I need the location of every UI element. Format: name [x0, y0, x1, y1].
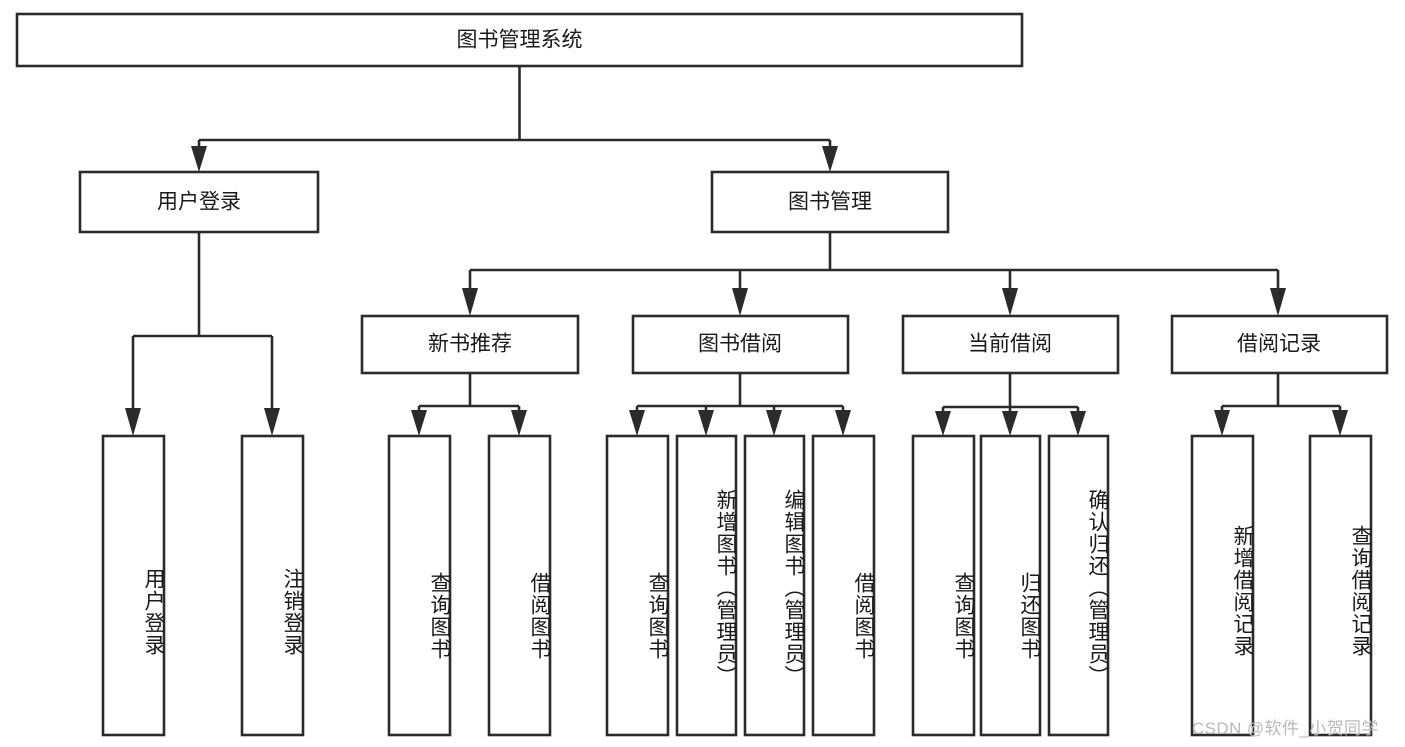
node-root[interactable]: 图书管理系统	[15, 12, 1024, 68]
node-borrow-record-box[interactable]	[1170, 314, 1389, 375]
node-current-borrow-label: 当前借阅	[968, 333, 1052, 356]
connectors-bookmgmt-to-level2	[462, 232, 1286, 316]
arrow-head-leaf-query-book-2	[629, 410, 645, 436]
node-leaf-add-book-box[interactable]	[675, 434, 738, 737]
node-new-book-rec-label: 新书推荐	[428, 333, 512, 356]
connectors-bookborrow-to-leaves	[629, 373, 851, 436]
arrow-head-leaf-logout	[264, 408, 280, 436]
arrow-head-bookmgmt	[822, 146, 838, 172]
arrow-head-leaf-borrow-book-2	[835, 410, 851, 436]
node-leaf-edit-book-box[interactable]	[743, 434, 806, 737]
node-root-box[interactable]	[15, 12, 1024, 68]
node-book-borrow-label: 图书借阅	[698, 333, 782, 356]
node-new-book-rec-box[interactable]	[360, 314, 580, 375]
node-leaf-borrow-book-1-box[interactable]	[487, 434, 552, 737]
arrow-head-current-borrow	[1002, 288, 1018, 316]
arrow-head-new-book-rec	[462, 288, 478, 316]
node-leaf-query-book-1-box[interactable]	[387, 434, 452, 737]
node-leaf-borrow-book-2-box[interactable]	[811, 434, 876, 737]
arrow-head-leaf-add-record	[1214, 410, 1230, 436]
node-book-mgmt[interactable]: 图书管理	[710, 170, 950, 234]
connectors-userlogin-to-leaves	[125, 232, 280, 436]
connectors-currentborrow-to-leaves	[935, 373, 1086, 436]
node-book-mgmt-box[interactable]	[710, 170, 950, 234]
node-leaf-user-login-box[interactable]	[101, 434, 166, 737]
node-root-label: 图书管理系统	[457, 29, 583, 52]
connectors-root-to-level1	[191, 66, 838, 172]
node-leaf-add-record-box[interactable]	[1190, 434, 1255, 737]
arrow-head-borrow-record	[1270, 288, 1286, 316]
arrow-head-leaf-user-login	[125, 408, 141, 436]
node-borrow-record[interactable]: 借阅记录	[1170, 314, 1389, 375]
node-leaf-query-book-3-box[interactable]	[911, 434, 976, 737]
csdn-watermark: CSDN @软件_小贺同学	[1192, 719, 1379, 738]
connectors-borrowrecord-to-leaves	[1214, 373, 1348, 436]
node-user-login[interactable]: 用户登录	[78, 170, 320, 234]
node-current-borrow-box[interactable]	[901, 314, 1120, 375]
arrow-head-leaf-add-book	[698, 410, 714, 436]
arrow-head-leaf-edit-book	[766, 410, 782, 436]
node-leaf-query-book-2-box[interactable]	[605, 434, 670, 737]
node-borrow-record-label: 借阅记录	[1237, 333, 1321, 356]
node-leaf-return-book-box[interactable]	[979, 434, 1042, 737]
arrow-head-leaf-borrow-book-1	[511, 410, 527, 436]
node-current-borrow[interactable]: 当前借阅	[901, 314, 1120, 375]
node-new-book-rec[interactable]: 新书推荐	[360, 314, 580, 375]
node-leaf-query-record-box[interactable]	[1308, 434, 1373, 737]
node-book-borrow-box[interactable]	[631, 314, 850, 375]
arrow-head-userlogin	[191, 146, 207, 172]
arrow-head-leaf-query-book-3	[935, 411, 951, 436]
arrow-head-leaf-query-book-1	[411, 410, 427, 436]
node-book-borrow[interactable]: 图书借阅	[631, 314, 850, 375]
arrow-head-leaf-query-record	[1332, 410, 1348, 436]
node-book-mgmt-label: 图书管理	[788, 191, 872, 214]
node-leaf-confirm-return-box[interactable]	[1047, 434, 1110, 737]
node-user-login-label: 用户登录	[157, 191, 241, 214]
connectors-newbookrec-to-leaves	[411, 373, 527, 436]
node-user-login-box[interactable]	[78, 170, 320, 234]
arrow-head-leaf-return-book	[1002, 411, 1018, 436]
arrow-head-book-borrow	[732, 288, 748, 316]
node-leaf-logout-box[interactable]	[240, 434, 305, 737]
arrow-head-leaf-confirm-return	[1070, 411, 1086, 436]
